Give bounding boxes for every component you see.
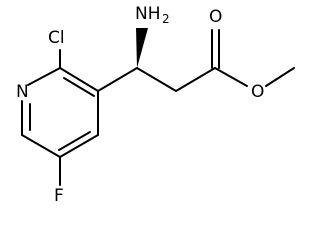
wedge-bond-to-amine bbox=[136, 28, 148, 68]
bond-ring-c4-c5-inner bbox=[58, 131, 91, 151]
bond-ring-c5-c6 bbox=[21, 134, 61, 158]
ring-nitrogen-label: N bbox=[16, 82, 29, 102]
fluorine-label: F bbox=[54, 186, 64, 206]
bond-ring-to-stereocenter bbox=[97, 67, 138, 92]
ester-oxygen-label: O bbox=[251, 82, 264, 102]
bond-ester-o-methyl bbox=[265, 67, 295, 87]
bond-ring-n-c2 bbox=[27, 67, 61, 86]
carbonyl-oxygen-label: O bbox=[209, 7, 222, 27]
amine-label: NH bbox=[135, 4, 161, 24]
chemical-structure: NH 2 Cl N F O O bbox=[16, 4, 295, 206]
bond-carbonyl-ester-o bbox=[214, 67, 248, 87]
bond-ring-c4-c5 bbox=[59, 134, 99, 158]
bond-ring-c2-c3 bbox=[59, 67, 99, 92]
chlorine-label: Cl bbox=[48, 28, 65, 48]
bond-ch2-carbonyl bbox=[175, 67, 216, 92]
bond-ring-c2-c3-inner bbox=[63, 77, 95, 97]
amine-subscript: 2 bbox=[162, 12, 170, 26]
bond-stereocenter-ch2 bbox=[136, 67, 177, 92]
